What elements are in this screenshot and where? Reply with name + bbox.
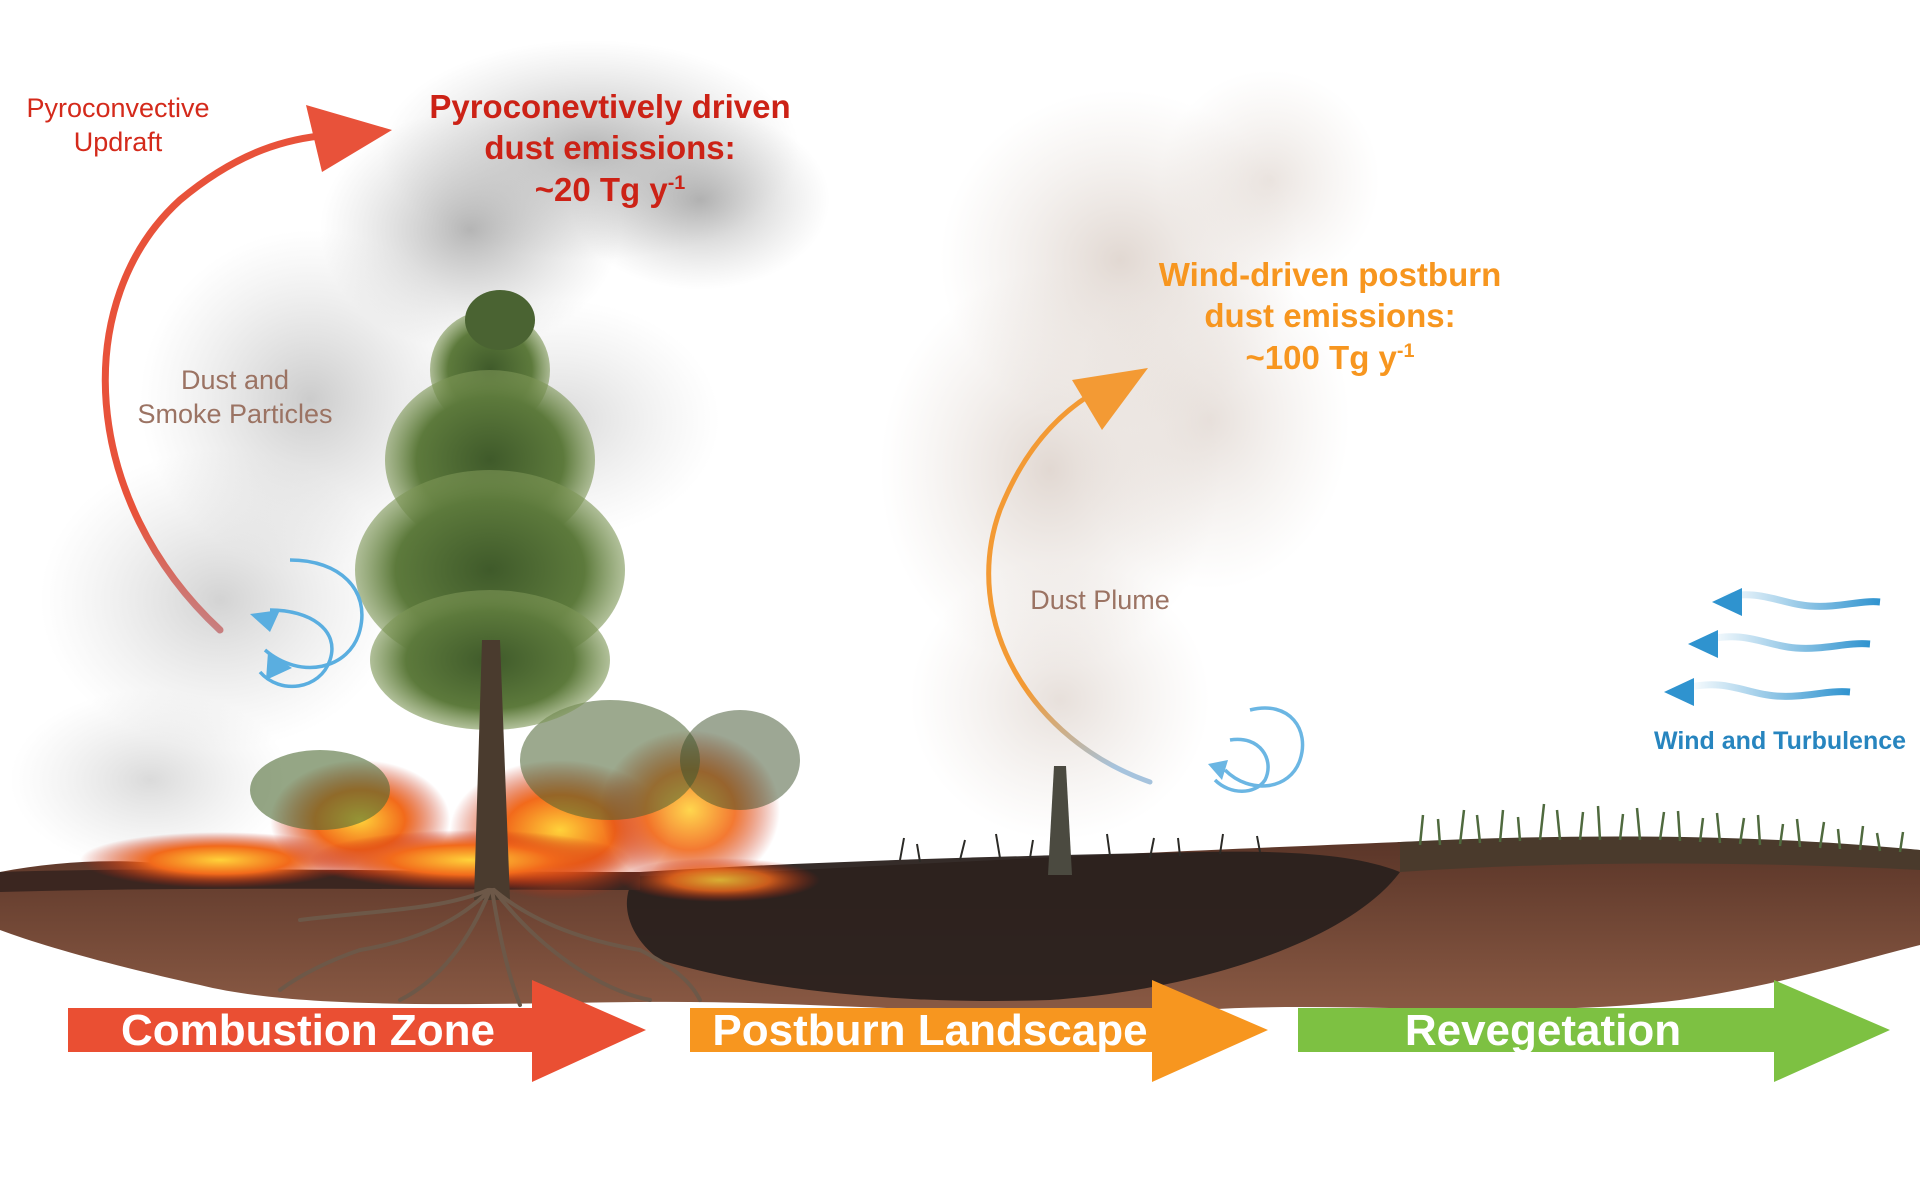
turbulence-swirl-left-icon [250, 558, 364, 689]
wind-turbulence-label: Wind and Turbulence [1653, 727, 1907, 755]
stage-label-combustion: Combustion Zone [121, 1006, 495, 1055]
shrubs [250, 700, 800, 830]
smoke-cloud [10, 40, 830, 870]
pine-tree [355, 290, 625, 900]
regrowth-grass [1418, 803, 1905, 853]
pyroconvective-updraft-arrow [101, 105, 392, 634]
stage-arrow-revegetation [1298, 980, 1890, 1082]
stage-label-revegetation: Revegetation [1404, 1006, 1682, 1055]
stage-arrow-combustion [68, 980, 646, 1082]
wind-driven-emissions-label: Wind-driven postburn dust emissions: ~10… [1158, 256, 1502, 376]
dust-plume-label: Dust Plume [1030, 585, 1170, 615]
turbulence-swirl-right-icon [1208, 706, 1305, 793]
burnt-snag [1048, 766, 1072, 875]
tree-roots [278, 888, 702, 1007]
dust-smoke-particles-label: Dust and Smoke Particles [137, 365, 333, 429]
pyroconvective-emissions-label: Pyroconevtively driven dust emissions: ~… [429, 88, 791, 208]
dust-plume-cloud [880, 70, 1380, 840]
stage-label-postburn: Postburn Landscape [712, 1006, 1148, 1055]
pyroconvective-updraft-label: Pyroconvective Updraft [26, 93, 210, 157]
burnt-soil [626, 851, 1400, 1001]
stage-arrow-postburn [690, 980, 1268, 1082]
charred-stubble [899, 833, 1261, 863]
dust-plume-arrow [986, 368, 1153, 785]
wind-arrows-icon [1664, 588, 1881, 706]
